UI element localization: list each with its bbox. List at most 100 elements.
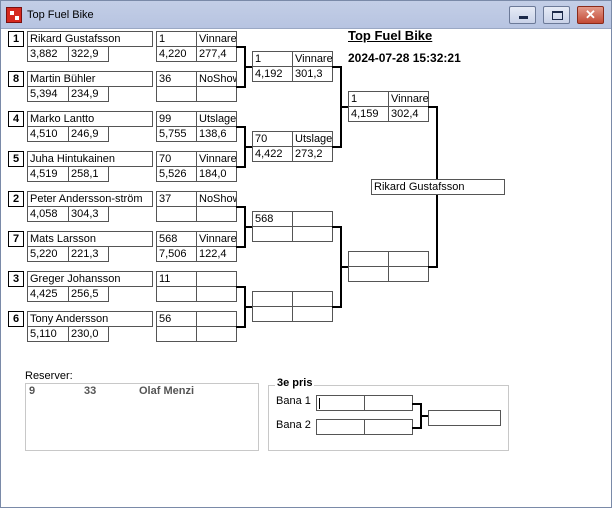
racer-name[interactable]: Mats Larsson (27, 231, 153, 247)
racer-time[interactable]: 4,425 (27, 286, 69, 302)
racer-name[interactable]: Peter Andersson-ström (27, 191, 153, 207)
r3-slot-status[interactable]: Utslagen (292, 131, 333, 147)
bracket-line (244, 66, 252, 68)
r2-slot-speed[interactable]: 277,4 (196, 46, 237, 62)
close-button[interactable]: ✕ (577, 6, 604, 24)
r2-slot-number[interactable]: 99 (156, 111, 197, 127)
racer-time[interactable]: 5,220 (27, 246, 69, 262)
r2-slot-status[interactable] (196, 311, 237, 327)
r2-slot-status[interactable]: NoShow (196, 191, 237, 207)
r3-slot-number[interactable]: 1 (252, 51, 293, 67)
r2-slot-time[interactable]: 5,755 (156, 126, 197, 142)
semi-slot-number[interactable] (348, 251, 389, 267)
r2-slot-time[interactable]: 7,506 (156, 246, 197, 262)
lane-2-number[interactable] (316, 419, 365, 435)
seed-badge: 5 (8, 151, 24, 167)
racer-time[interactable]: 4,058 (27, 206, 69, 222)
third-place-winner[interactable] (428, 410, 501, 426)
semi-slot-number[interactable]: 1 (348, 91, 389, 107)
racer-time[interactable]: 3,882 (27, 46, 69, 62)
r3-slot-number[interactable] (252, 291, 293, 307)
r3-slot-number[interactable]: 70 (252, 131, 293, 147)
semi-slot-speed[interactable] (388, 266, 429, 282)
r2-slot-time[interactable] (156, 206, 197, 222)
winner-name[interactable]: Rikard Gustafsson (371, 179, 505, 195)
r2-slot-status[interactable]: Vinnare (196, 231, 237, 247)
racer-speed[interactable]: 258,1 (68, 166, 109, 182)
r3-slot-speed[interactable]: 273,2 (292, 146, 333, 162)
r2-slot-status[interactable]: Vinnare (196, 151, 237, 167)
semi-slot-status[interactable] (388, 251, 429, 267)
semi-slot-status[interactable]: Vinnare (388, 91, 429, 107)
minimize-icon (519, 16, 528, 19)
r2-slot-speed[interactable]: 138,6 (196, 126, 237, 142)
racer-time[interactable]: 4,510 (27, 126, 69, 142)
r2-slot-time[interactable]: 4,220 (156, 46, 197, 62)
racer-time[interactable]: 5,394 (27, 86, 69, 102)
window-title: Top Fuel Bike (27, 9, 94, 21)
semi-slot-speed[interactable]: 302,4 (388, 106, 429, 122)
r2-slot-number[interactable]: 11 (156, 271, 197, 287)
semi-slot-time[interactable] (348, 266, 389, 282)
app-logo-icon[interactable] (6, 7, 22, 23)
maximize-button[interactable] (543, 6, 570, 24)
lane-2-status[interactable] (364, 419, 413, 435)
r2-slot-speed[interactable] (196, 86, 237, 102)
r2-slot-speed[interactable] (196, 326, 237, 342)
racer-speed[interactable]: 221,3 (68, 246, 109, 262)
r3-slot-time[interactable]: 4,192 (252, 66, 293, 82)
close-icon: ✕ (585, 7, 596, 22)
r2-slot-status[interactable] (196, 271, 237, 287)
semi-slot-time[interactable]: 4,159 (348, 106, 389, 122)
r2-slot-number[interactable]: 70 (156, 151, 197, 167)
racer-speed[interactable]: 246,9 (68, 126, 109, 142)
racer-name[interactable]: Marko Lantto (27, 111, 153, 127)
r2-slot-number[interactable]: 1 (156, 31, 197, 47)
r2-slot-status[interactable]: NoShow (196, 71, 237, 87)
racer-name[interactable]: Greger Johansson (27, 271, 153, 287)
r2-slot-speed[interactable] (196, 286, 237, 302)
r2-slot-time[interactable] (156, 326, 197, 342)
racer-name[interactable]: Rikard Gustafsson (27, 31, 153, 47)
reserves-list[interactable]: 9 33 Olaf Menzi (25, 383, 259, 451)
r2-slot-status[interactable]: Vinnare (196, 31, 237, 47)
racer-speed[interactable]: 256,5 (68, 286, 109, 302)
racer-speed[interactable]: 230,0 (68, 326, 109, 342)
r2-slot-number[interactable]: 56 (156, 311, 197, 327)
minimize-button[interactable] (509, 6, 536, 24)
r2-slot-time[interactable] (156, 86, 197, 102)
r3-slot-speed[interactable]: 301,3 (292, 66, 333, 82)
racer-speed[interactable]: 304,3 (68, 206, 109, 222)
racer-time[interactable]: 4,519 (27, 166, 69, 182)
r2-slot-number[interactable]: 568 (156, 231, 197, 247)
bracket-line (420, 415, 428, 417)
bracket-line (236, 86, 244, 88)
r2-slot-status[interactable]: Utslagen (196, 111, 237, 127)
r3-slot-speed[interactable] (292, 226, 333, 242)
r3-slot-speed[interactable] (292, 306, 333, 322)
r2-slot-speed[interactable]: 122,4 (196, 246, 237, 262)
r2-slot-number[interactable]: 36 (156, 71, 197, 87)
r3-slot-number[interactable]: 568 (252, 211, 293, 227)
racer-speed[interactable]: 234,9 (68, 86, 109, 102)
title-bar[interactable]: Top Fuel Bike ✕ (1, 1, 611, 29)
r3-slot-time[interactable] (252, 306, 293, 322)
lane-1-status[interactable] (364, 395, 413, 411)
r2-slot-number[interactable]: 37 (156, 191, 197, 207)
r2-slot-time[interactable] (156, 286, 197, 302)
r2-slot-speed[interactable]: 184,0 (196, 166, 237, 182)
r3-slot-time[interactable]: 4,422 (252, 146, 293, 162)
racer-speed[interactable]: 322,9 (68, 46, 109, 62)
r3-slot-status[interactable] (292, 291, 333, 307)
racer-name[interactable]: Tony Andersson (27, 311, 153, 327)
r3-slot-time[interactable] (252, 226, 293, 242)
racer-name[interactable]: Martin Bühler (27, 71, 153, 87)
lane-1-number[interactable] (316, 395, 365, 411)
r3-slot-status[interactable] (292, 211, 333, 227)
bracket-line (236, 206, 244, 208)
r2-slot-time[interactable]: 5,526 (156, 166, 197, 182)
r3-slot-status[interactable]: Vinnare (292, 51, 333, 67)
racer-time[interactable]: 5,110 (27, 326, 69, 342)
racer-name[interactable]: Juha Hintukainen (27, 151, 153, 167)
r2-slot-speed[interactable] (196, 206, 237, 222)
